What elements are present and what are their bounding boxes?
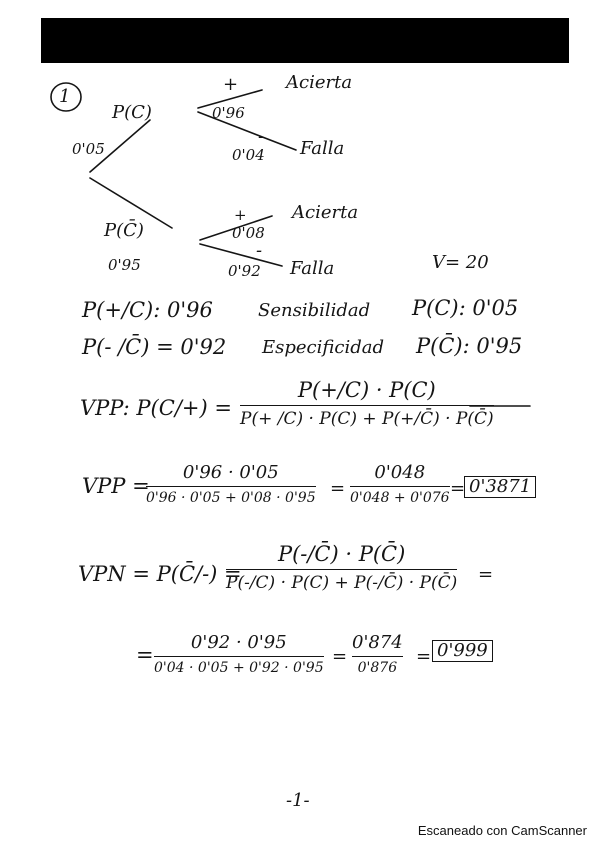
vpn-calc-fraction-2: 0'874 0'876	[352, 632, 403, 676]
specificity-label: Especificidad	[262, 337, 385, 358]
branch-label-pc-bar: P(C̄)	[104, 220, 144, 241]
top-minus-sign: -	[258, 126, 265, 147]
problem-number-circle	[50, 82, 82, 112]
tree-subbranch-top-plus	[197, 89, 263, 109]
bottom-minus-probability: 0'92	[228, 262, 261, 280]
vpp-formula-denominator: P(+ /C) · P(C) + P(+/C̄) · P(C̄)	[240, 409, 494, 429]
vpn-calc-numerator-2: 0'874	[352, 632, 403, 657]
vpp-formula-lhs: VPP: P(C/+) =	[80, 396, 232, 420]
sensitivity-expression: P(+/C): 0'96	[82, 298, 213, 322]
vpn-result: 0'999	[432, 640, 493, 662]
prob-c-bar: P(C̄): 0'95	[416, 334, 523, 358]
page-number: -1-	[286, 790, 310, 811]
bottom-plus-outcome: Acierta	[292, 202, 359, 223]
bottom-plus-probability: 0'08	[232, 224, 265, 242]
vpp-formula-fraction: P(+/C) · P(C) P(+ /C) · P(C) + P(+/C̄) ·…	[240, 378, 494, 429]
specificity-expression: P(- /C̄) = 0'92	[82, 335, 227, 359]
top-plus-outcome: Acierta	[286, 72, 353, 93]
vpp-calc-denominator-1: 0'96 · 0'05 + 0'08 · 0'95	[146, 490, 316, 506]
vpp-calc-numerator-2: 0'048	[350, 462, 450, 487]
problem-number: 1	[59, 86, 71, 107]
root-probability: 0'05	[72, 140, 105, 158]
vpp-result: 0'3871	[464, 476, 537, 498]
vpn-calc-equals-1: =	[332, 646, 348, 667]
bottom-minus-outcome: Falla	[290, 258, 335, 279]
bottom-plus-sign: +	[234, 206, 247, 224]
vpn-calc-equals-2: =	[416, 646, 432, 667]
vpp-calc-denominator-2: 0'048 + 0'076	[350, 490, 450, 506]
vpp-calc-numerator-1: 0'96 · 0'05	[146, 462, 316, 487]
vpn-calc-equals-0: =	[136, 643, 154, 667]
vpn-calc-denominator-1: 0'04 · 0'05 + 0'92 · 0'95	[154, 660, 324, 676]
sensitivity-label: Sensibilidad	[258, 300, 371, 321]
redaction-bar	[41, 18, 569, 63]
vpn-formula-fraction: P(-/C̄) · P(C̄) P(-/C) · P(C) + P(-/C̄) …	[226, 542, 458, 593]
tree-branch-top	[89, 119, 151, 173]
top-minus-probability: 0'04	[232, 146, 265, 164]
tree-branch-bottom	[89, 177, 173, 229]
branch-bottom-probability: 0'95	[108, 256, 141, 274]
tree-subbranch-bottom-minus	[199, 243, 283, 267]
vpn-calc-fraction-1: 0'92 · 0'95 0'04 · 0'05 + 0'92 · 0'95	[154, 632, 324, 676]
branch-label-pc: P(C)	[112, 102, 152, 123]
vpn-formula-lhs: VPN = P(C̄/-) =	[78, 562, 242, 586]
top-plus-sign: +	[223, 74, 239, 95]
vpn-formula-equals: =	[478, 564, 494, 585]
vpp-calc-fraction-1: 0'96 · 0'05 0'96 · 0'05 + 0'08 · 0'95	[146, 462, 316, 506]
tree-subbranch-bottom-plus	[199, 215, 273, 241]
prob-c: P(C): 0'05	[412, 296, 519, 320]
vpp-formula-numerator: P(+/C) · P(C)	[240, 378, 494, 406]
bottom-minus-sign: -	[256, 240, 263, 261]
tree-subbranch-top-minus	[197, 111, 297, 151]
v-value: V= 20	[432, 252, 489, 273]
vpn-calc-numerator-1: 0'92 · 0'95	[154, 632, 324, 657]
vpp-calc-equals-1: =	[330, 478, 346, 499]
vpp-calc-equals-2: =	[450, 478, 466, 499]
vpn-formula-numerator: P(-/C̄) · P(C̄)	[226, 542, 458, 570]
top-minus-outcome: Falla	[300, 138, 345, 159]
vpn-calc-denominator-2: 0'876	[357, 660, 398, 676]
vpp-calc-fraction-2: 0'048 0'048 + 0'076	[350, 462, 450, 506]
top-plus-probability: 0'96	[212, 104, 245, 122]
scanner-credit: Escaneado con CamScanner	[417, 823, 587, 838]
vpp-calc-lhs: VPP =	[82, 474, 150, 498]
vpn-formula-denominator: P(-/C) · P(C) + P(-/C̄) · P(C̄)	[226, 573, 458, 593]
